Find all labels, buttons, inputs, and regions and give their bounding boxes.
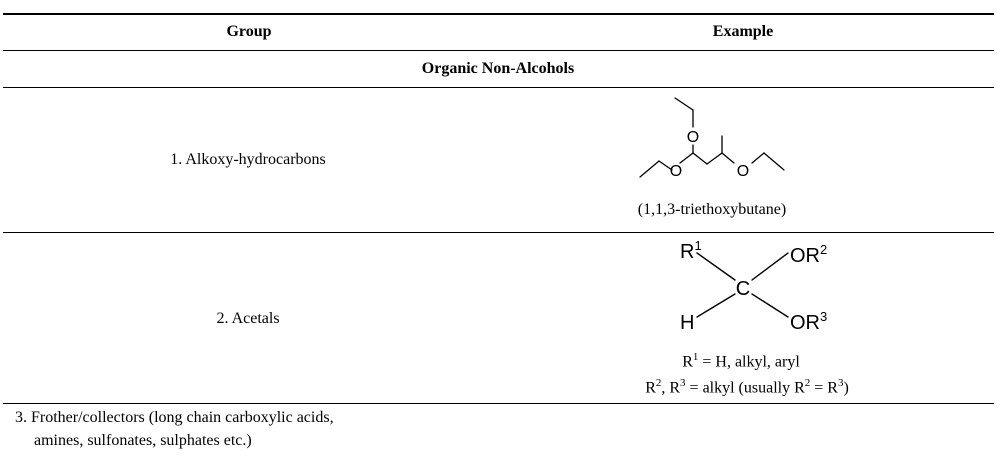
- acetal-c: C: [736, 278, 750, 300]
- table-top-rule: [3, 13, 994, 15]
- bond: [751, 152, 765, 164]
- acetal-h: H: [680, 312, 694, 334]
- bond: [721, 152, 735, 164]
- acetal-or2: OR2: [790, 242, 827, 267]
- header-bottom-rule: [3, 50, 994, 51]
- row2-bottom-rule: [3, 403, 994, 404]
- row1-caption: (1,1,3-triethoxybutane): [637, 201, 787, 218]
- bond: [696, 293, 736, 318]
- acetal-r1: R1: [680, 238, 702, 263]
- atom-o-top: O: [687, 129, 699, 146]
- header-group: Group: [226, 23, 272, 40]
- section-title: Organic Non-Alcohols: [421, 60, 575, 77]
- acetal-or3: OR3: [790, 309, 827, 334]
- bond: [674, 97, 694, 111]
- row1-group: 1. Alkoxy-hydrocarbons: [170, 151, 326, 168]
- atom-o-right: O: [737, 163, 749, 180]
- atom-o-left: O: [670, 163, 682, 180]
- row2-definition-r1: R1 = H, alkyl, aryl: [682, 351, 800, 371]
- row2-group: 2. Acetals: [216, 310, 280, 327]
- bond: [706, 152, 723, 165]
- bond: [751, 293, 789, 318]
- bond: [692, 152, 708, 165]
- bond: [658, 160, 673, 171]
- bond: [639, 160, 660, 178]
- bond: [751, 252, 789, 281]
- row2-definition-r2-r3: R2, R3 = alkyl (usually R2 = R3): [645, 377, 849, 397]
- bond: [696, 252, 736, 281]
- row3-group-line2: amines, sulfonates, sulphates etc.): [34, 432, 252, 449]
- header-example: Example: [712, 23, 774, 40]
- row1-bottom-rule: [3, 232, 994, 233]
- section-bottom-rule: [3, 87, 994, 88]
- bond: [679, 152, 694, 164]
- bond: [763, 152, 785, 171]
- row3-group-line1: 3. Frother/collectors (long chain carbox…: [15, 409, 334, 426]
